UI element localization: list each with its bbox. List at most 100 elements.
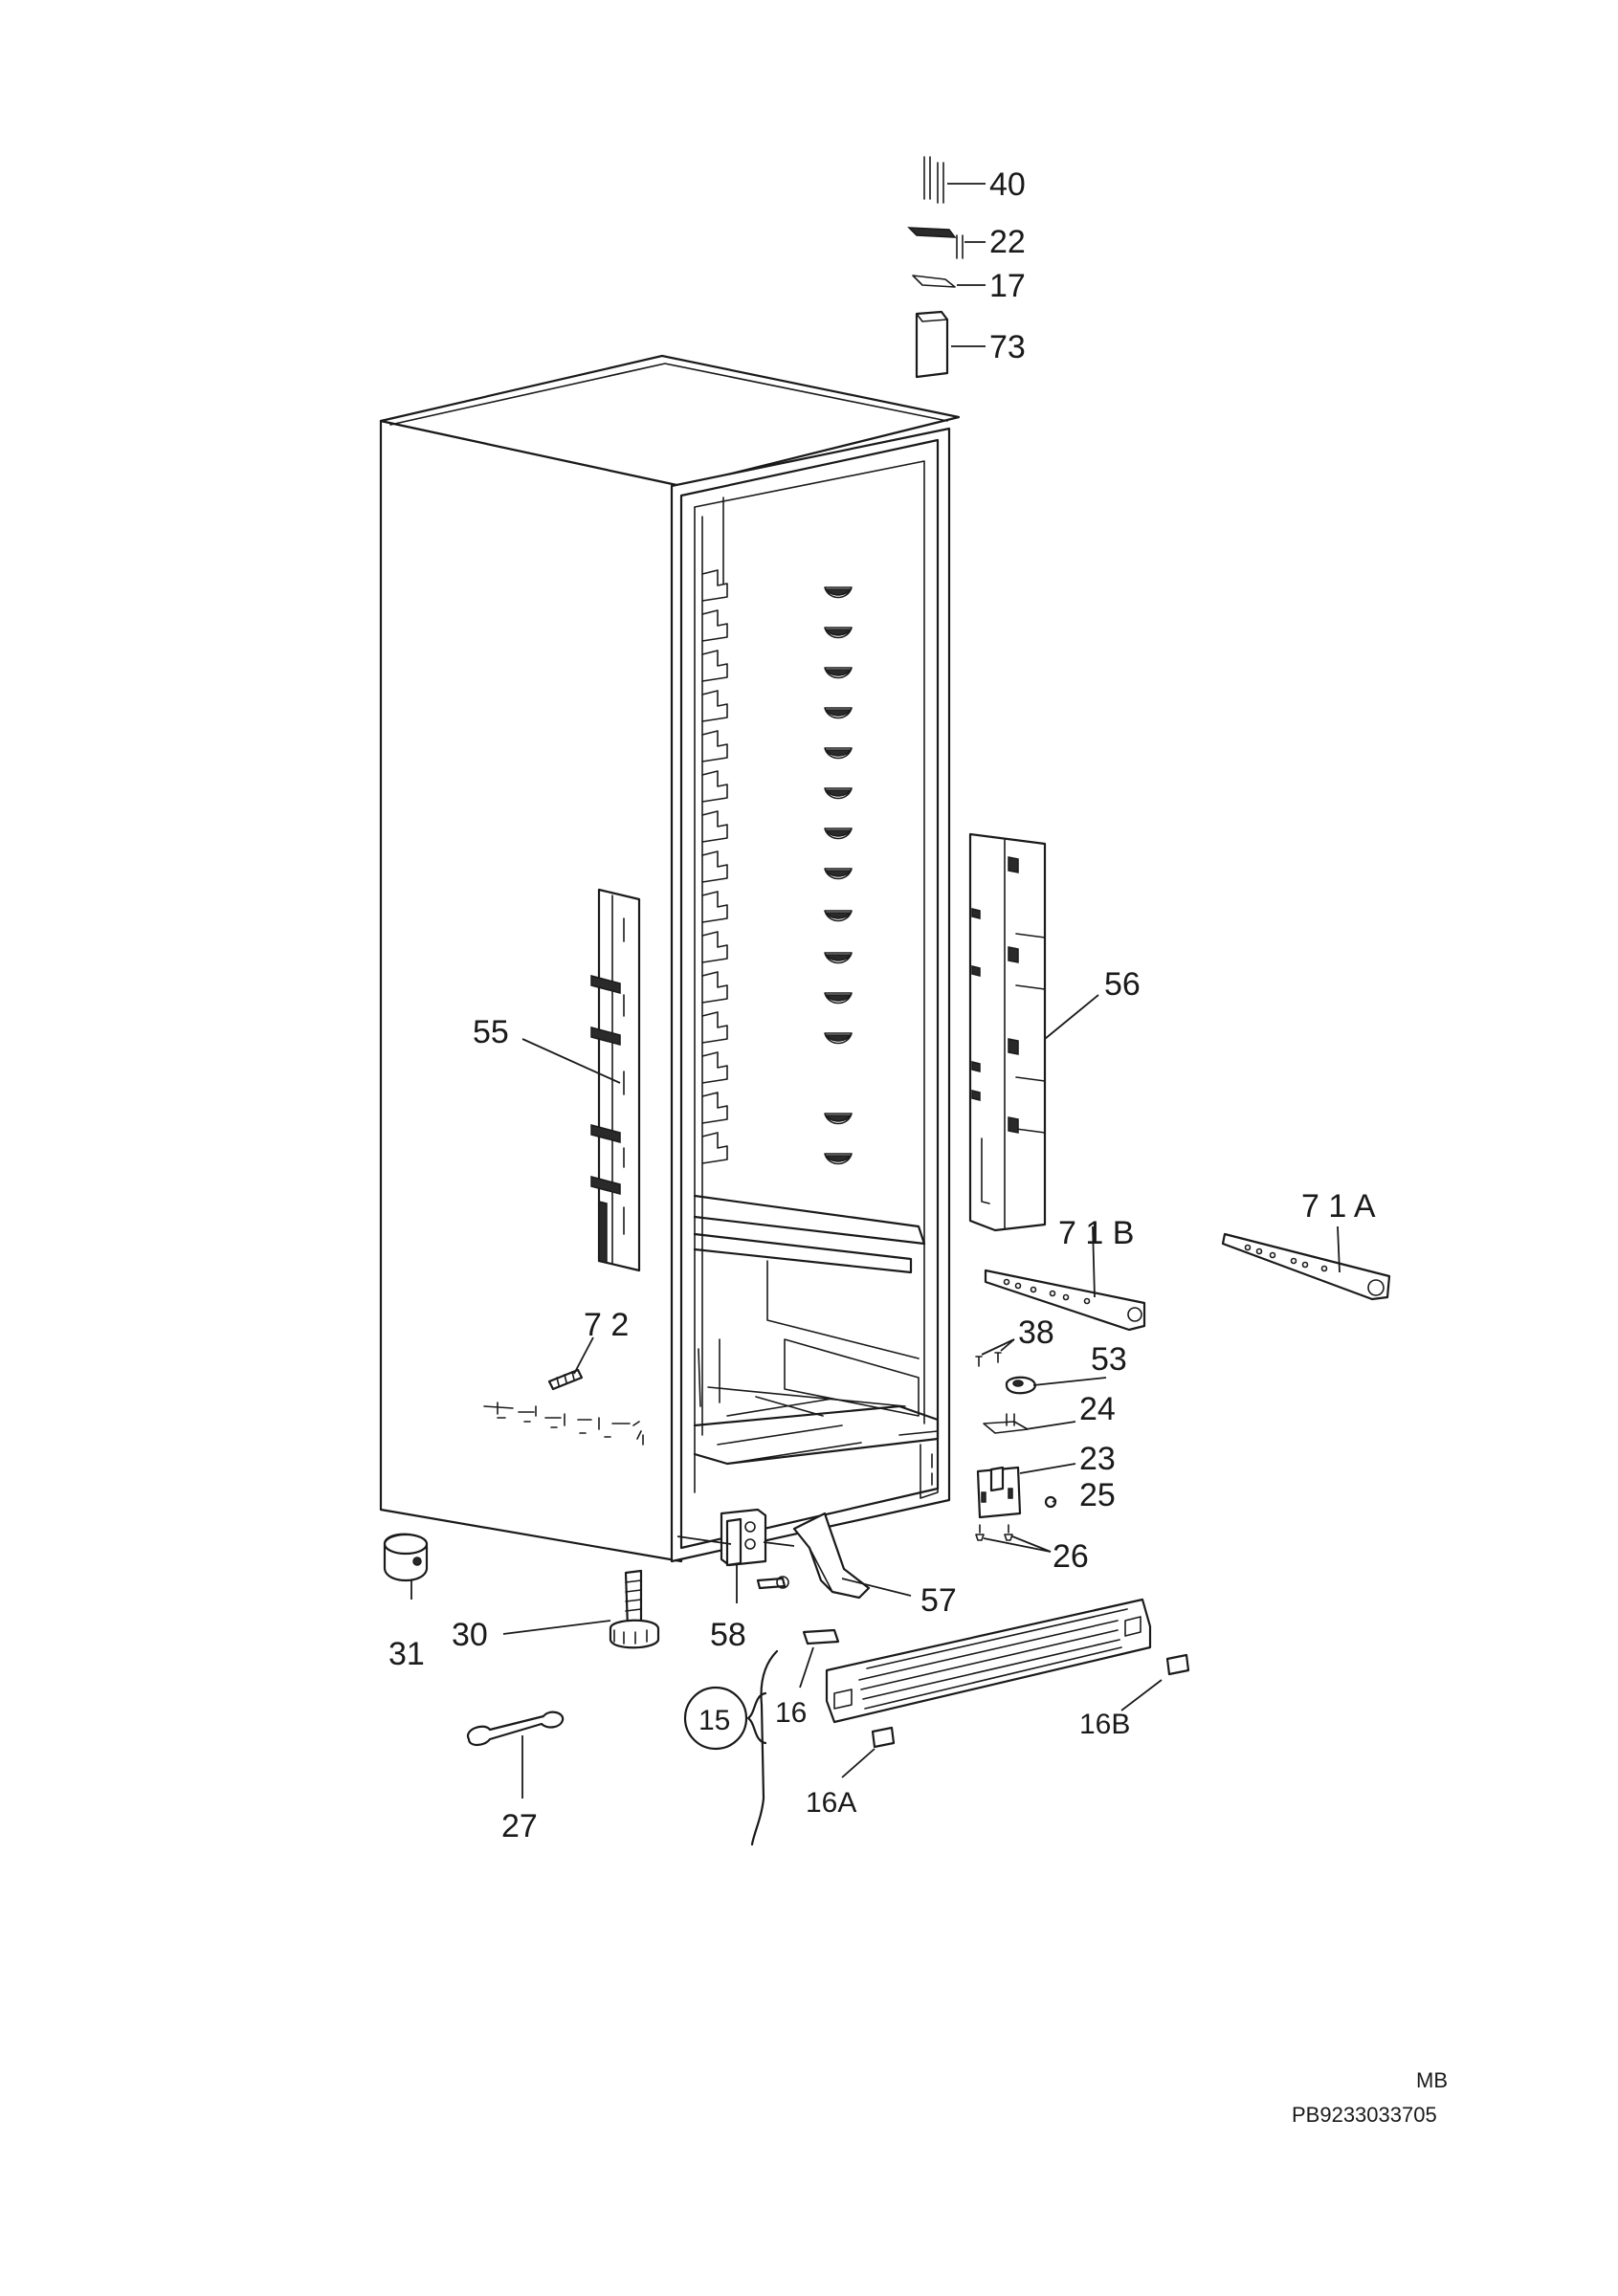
hinge-bushing-53 [1005,1376,1037,1395]
rail-notch [701,931,728,963]
callout-30: 30 [452,1617,488,1653]
drawing-reference: PB9233033705 [1292,2103,1437,2127]
top-hinge [907,227,986,259]
foot-cap-31 [383,1533,429,1581]
shelf-clip [824,1032,853,1045]
callout-55: 55 [473,1014,509,1050]
callout-26: 26 [1053,1538,1089,1575]
top-hinge-shim [912,275,986,288]
shelf-clip-shadow [825,870,852,877]
clip-16 [802,1628,840,1645]
group-brace [746,1691,767,1745]
wrench-27 [466,1711,565,1747]
bottom-mounting-holes [483,1402,644,1446]
callout-31: 31 [388,1636,425,1672]
callout-72: 7 2 [584,1307,629,1343]
cabinet-body [379,354,961,1563]
callout-27: 27 [501,1808,538,1844]
callout-40: 40 [989,166,1026,203]
shelf-clip [824,992,853,1004]
drawing-code: MB [1416,2068,1448,2092]
rail-notch [701,569,728,602]
shelf-clip-shadow [825,994,852,1002]
rail-notch [701,1092,728,1124]
shelf-clip [824,747,853,760]
callout-71a: 7 1 A [1301,1188,1376,1225]
right-door-bracket [968,832,1047,1232]
callout-24: 24 [1079,1391,1116,1427]
callout-15-circle [683,1686,748,1751]
shelf-clip-shadow [825,829,852,837]
shelf-clip-shadow [825,709,852,717]
shelf-rail-notches [701,569,728,1164]
callout-16: 16 [775,1697,807,1729]
kick-plate-grille [825,1598,1152,1724]
shelf-clip [824,667,853,679]
screws-26 [975,1524,1013,1541]
drawing-footer: MB PB9233033705 [1292,2068,1448,2127]
shelf-clip-shadow [825,912,852,919]
callout-56: 56 [1104,966,1141,1003]
callout-58: 58 [710,1617,746,1653]
shelf-clip-shadow [825,789,852,797]
shelf-clip-shadow [825,629,852,636]
adjustable-foot-30 [609,1569,660,1649]
rail-notch [701,1051,728,1084]
callout-17: 17 [989,268,1026,304]
shelf-clip-shadow [825,588,852,596]
shelf-support-clips [824,586,853,1165]
callout-53: 53 [1091,1341,1127,1378]
callout-15: 15 [698,1705,730,1736]
shelf-clip [824,1153,853,1165]
shelf-clip-shadow [825,1155,852,1162]
shelf-clip [824,828,853,840]
grille-cap-16a [871,1726,896,1749]
rail-notch [701,1132,728,1164]
rail-notch [701,730,728,762]
left-door-bracket [590,888,641,1272]
shelf-clip-shadow [825,954,852,961]
shelf-clip [824,586,853,599]
rail-notch [701,850,728,883]
callout-71b: 7 1 B [1058,1215,1134,1251]
shelf-clip [824,952,853,964]
rail-notch [701,1011,728,1044]
callout-73: 73 [989,329,1026,365]
screws-38 [975,1352,1002,1367]
callout-38: 38 [1018,1314,1054,1351]
callout-16b: 16B [1079,1709,1130,1740]
bottom-hinge-23 [976,1466,1022,1519]
callout-23: 23 [1079,1441,1116,1477]
shelf-clip-shadow [825,1034,852,1042]
callout-16a: 16A [806,1787,856,1819]
rail-notch [701,971,728,1004]
shelf-clip [824,627,853,639]
callout-25: 25 [1079,1477,1116,1513]
rail-notch [701,690,728,722]
shelf-clip [824,707,853,719]
rail-71b [984,1269,1146,1332]
shelf-clip-shadow [825,749,852,757]
rail-notch [701,650,728,682]
lower-compartment [693,1194,940,1499]
leader-lines [410,994,1341,1799]
part-callouts: 40 22 17 73 56 55 7 1 A 7 1 B 7 2 38 53 … [388,166,1376,1844]
screw-72 [547,1368,584,1391]
shelf-clip [824,787,853,800]
hinge-pin-24 [983,1413,1029,1434]
top-hinge-pin-screws [923,156,986,204]
callout-22: 22 [989,224,1026,260]
rail-notch [701,770,728,803]
shelf-clip [824,1113,853,1125]
nut-25 [1044,1495,1057,1509]
rail-notch [701,891,728,923]
shelf-clip-shadow [825,669,852,676]
shelf-clip-shadow [825,1115,852,1122]
shelf-clip [824,868,853,880]
rail-71a [1221,1232,1391,1301]
shelf-clip [824,910,853,922]
brace-bracket [750,1649,779,1846]
hinge-cover-57 [792,1512,871,1600]
top-hinge-cover [915,310,986,379]
